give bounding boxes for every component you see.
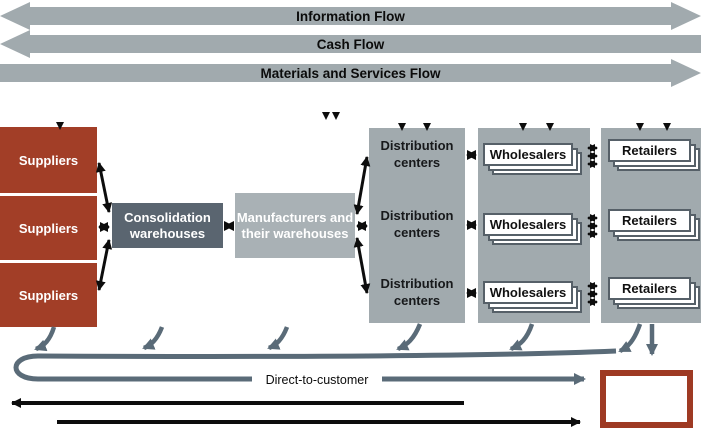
- drop-arrows: [34, 323, 535, 352]
- wholesaler-card-stack-2: Wholesalers: [483, 213, 582, 245]
- retailer-card-stack-1: Retailers: [608, 139, 700, 171]
- customer-box: [600, 370, 693, 428]
- drop-arrow-distribution: [396, 323, 423, 352]
- supplier-label: Suppliers: [18, 287, 79, 303]
- supplier-box-1: Suppliers: [0, 127, 97, 193]
- drop-arrow-wholesalers: [509, 323, 535, 352]
- supplier3-consolidation-arrow: [95, 239, 113, 291]
- manufacturers-label: Manufacturers and their warehouses: [236, 209, 354, 241]
- distribution-center-label-1: Distribution centers: [380, 138, 454, 170]
- distribution-center-label-3: Distribution centers: [380, 276, 454, 308]
- materials-flow-label: Materials and Services Flow: [260, 65, 441, 81]
- supplier1-consolidation-arrow: [95, 162, 113, 213]
- retailer-card: Retailers: [608, 209, 691, 232]
- wholesalers-panel: Wholesalers Wholesalers Wholesalers: [478, 128, 590, 323]
- drop-arrow-retailers: [618, 323, 643, 354]
- supplier-box-3: Suppliers: [0, 263, 97, 327]
- wholesalers-retailers-arrows-row3: [587, 282, 598, 306]
- wholesaler-card: Wholesalers: [483, 281, 573, 304]
- supplier-label: Suppliers: [18, 220, 79, 236]
- retailer-card-stack-3: Retailers: [608, 277, 700, 309]
- retailer-card: Retailers: [608, 277, 691, 300]
- wholesaler-card: Wholesalers: [483, 213, 573, 236]
- drop-arrow-manufacturers: [267, 326, 290, 351]
- cash-flow-label: Cash Flow: [316, 36, 385, 52]
- manufacturers-box: Manufacturers and their warehouses: [235, 193, 355, 258]
- wholesaler-card: Wholesalers: [483, 143, 573, 166]
- drop-arrow-suppliers: [34, 326, 57, 352]
- direct-to-customer-line: [13, 348, 617, 385]
- wholesalers-retailers-arrows-row2: [587, 214, 598, 238]
- manufacturers-distribution3-arrow: [353, 237, 371, 294]
- wholesaler-card-stack-3: Wholesalers: [483, 281, 582, 313]
- supplier-box-2: Suppliers: [0, 196, 97, 260]
- wholesaler-card-stack-1: Wholesalers: [483, 143, 582, 175]
- wholesalers-retailers-arrows-row1: [587, 144, 598, 168]
- direct-to-customer-label: Direct-to-customer: [252, 370, 382, 389]
- supplier-label: Suppliers: [18, 152, 79, 168]
- manufacturers-distribution1-arrow: [353, 156, 371, 215]
- retailers-panel: Retailers Retailers Retailers: [601, 128, 701, 323]
- retailer-card: Retailers: [608, 139, 691, 162]
- distribution-centers-panel: Distribution centers Distribution center…: [369, 128, 465, 323]
- drop-arrow-consolidation: [142, 326, 165, 351]
- information-flow-label: Information Flow: [296, 8, 405, 24]
- inbound-flow-ticks: [56, 112, 671, 131]
- consolidation-warehouses-label: Consolidation warehouses: [124, 209, 211, 241]
- distribution-center-label-2: Distribution centers: [380, 208, 454, 240]
- consolidation-warehouses-box: Consolidation warehouses: [112, 203, 223, 248]
- retailer-card-stack-2: Retailers: [608, 209, 700, 241]
